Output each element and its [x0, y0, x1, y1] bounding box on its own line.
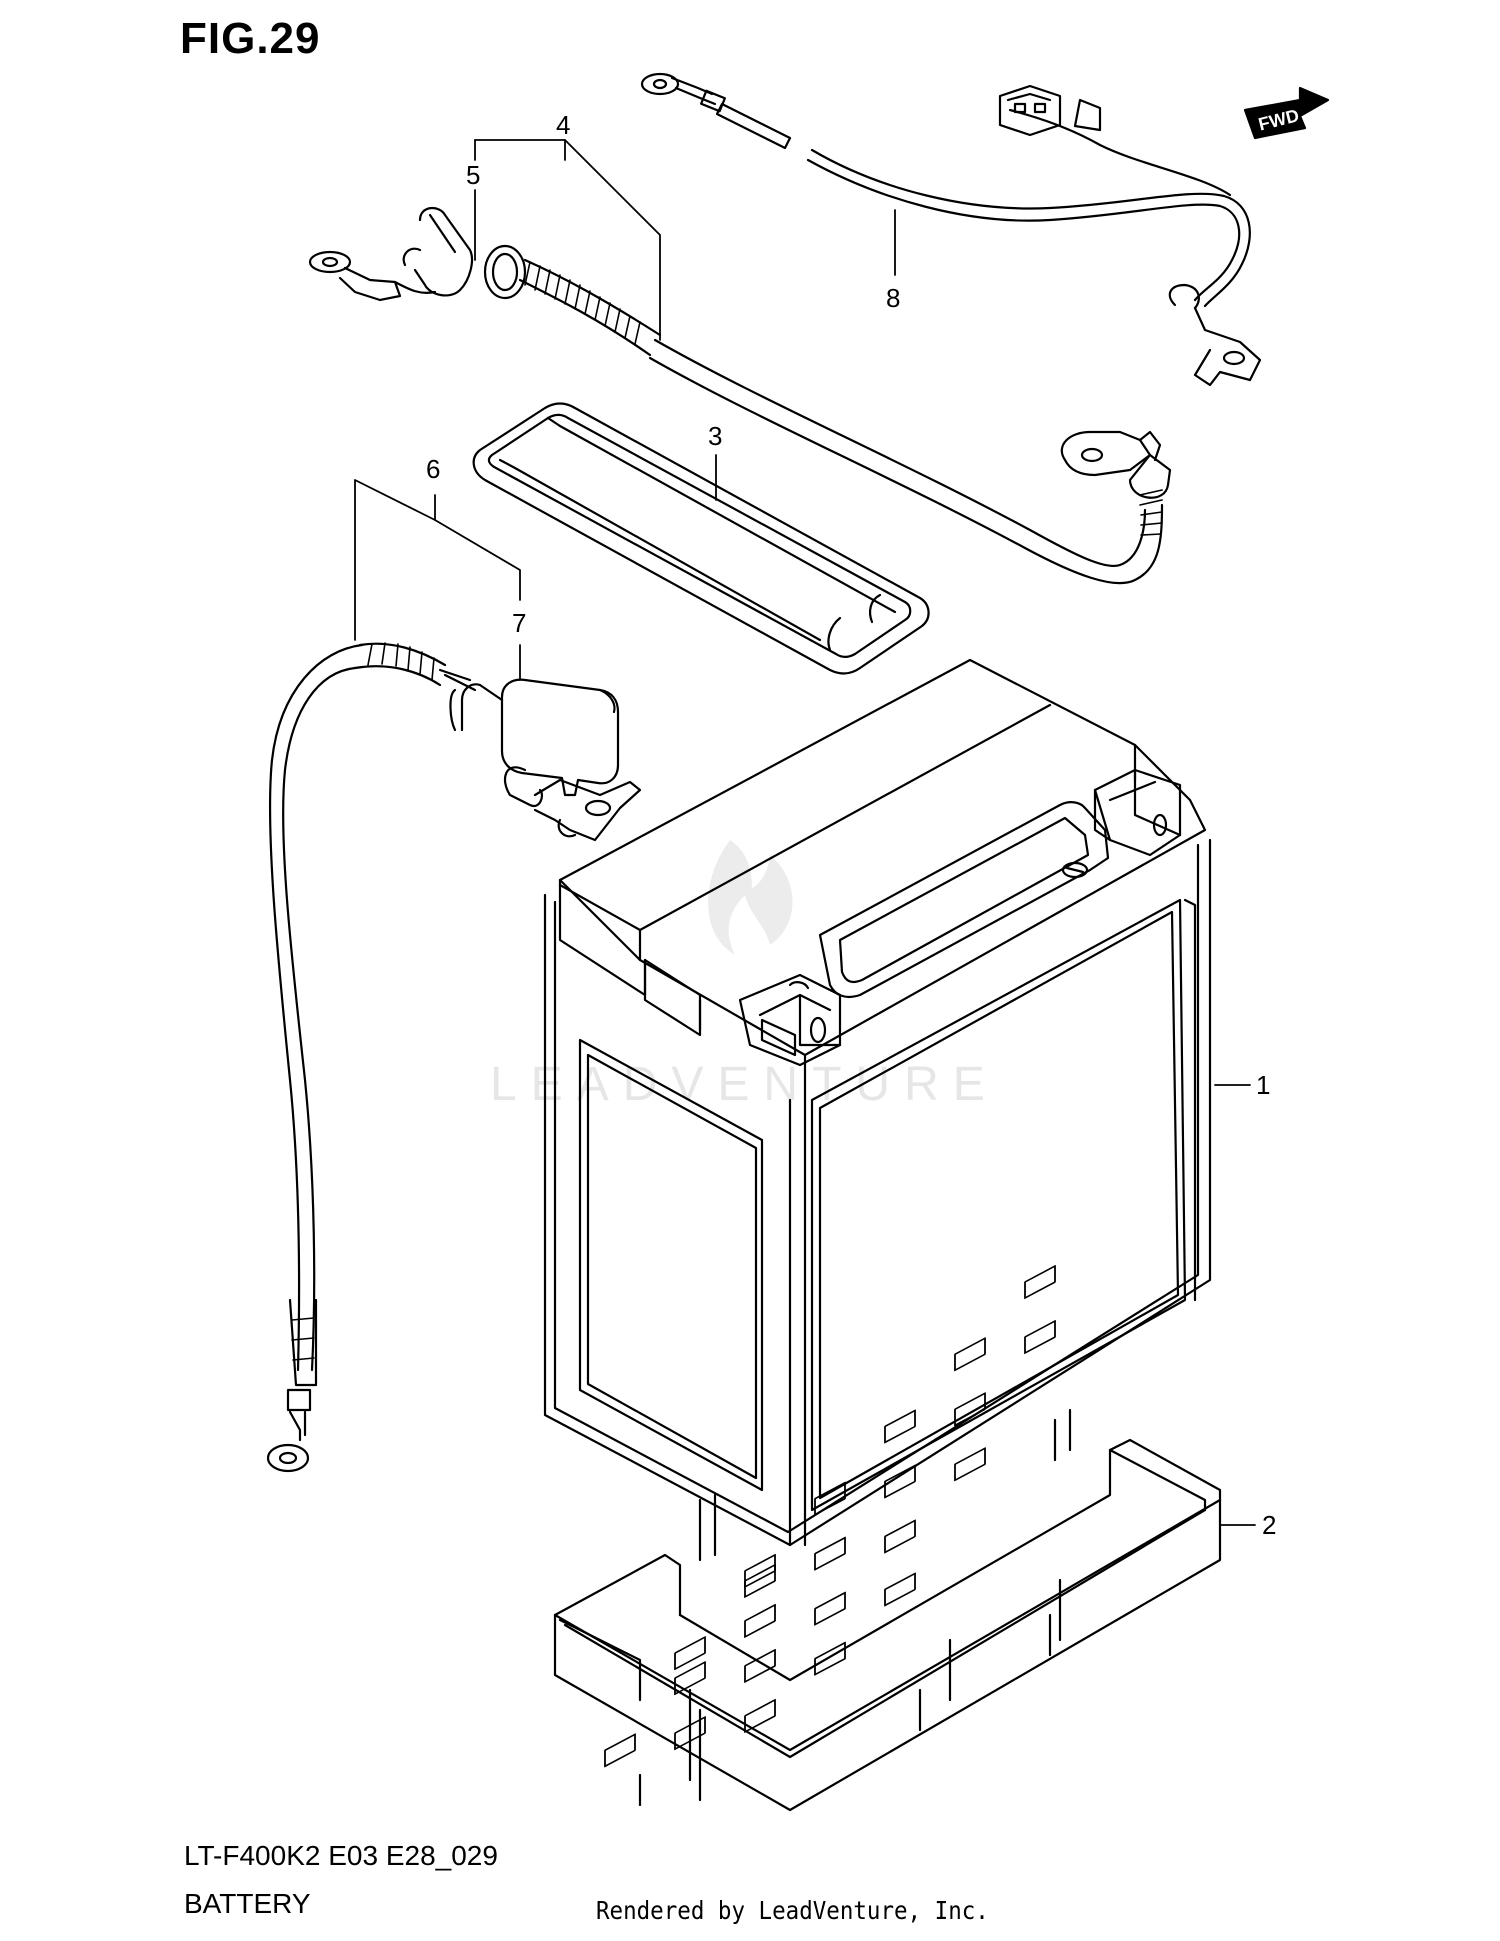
- fwd-direction-marker: FWD: [1243, 86, 1330, 140]
- callout-3: 3: [708, 421, 722, 451]
- callout-5: 5: [466, 160, 480, 190]
- figure-title: FIG.29: [180, 14, 321, 63]
- battery-tray-part-2: [553, 1265, 1222, 1812]
- callout-7: 7: [512, 608, 526, 638]
- negative-cable-part-6: [266, 642, 642, 1473]
- callout-leaders: [354, 139, 1256, 1526]
- battery-strap-part-3: [472, 402, 930, 675]
- render-credit: Rendered by LeadVenture, Inc.: [596, 1896, 989, 1925]
- callout-6: 6: [426, 454, 440, 484]
- positive-cable-part-4: [308, 207, 1172, 585]
- leadventure-watermark: LEADVENTURE: [490, 840, 999, 1111]
- callout-4: 4: [556, 110, 570, 140]
- watermark-text: LEADVENTURE: [490, 1058, 999, 1111]
- callout-1: 1: [1256, 1070, 1270, 1100]
- battery-part-1: [543, 658, 1212, 1547]
- model-code: LT-F400K2 E03 E28_029: [184, 1840, 498, 1871]
- callout-numbers: 1 2 3 4 5 6 7 8: [426, 110, 1276, 1540]
- callout-8: 8: [886, 283, 900, 313]
- wiring-lead-part-8: [640, 72, 1262, 387]
- callout-2: 2: [1262, 1510, 1276, 1540]
- section-name: BATTERY: [184, 1888, 311, 1919]
